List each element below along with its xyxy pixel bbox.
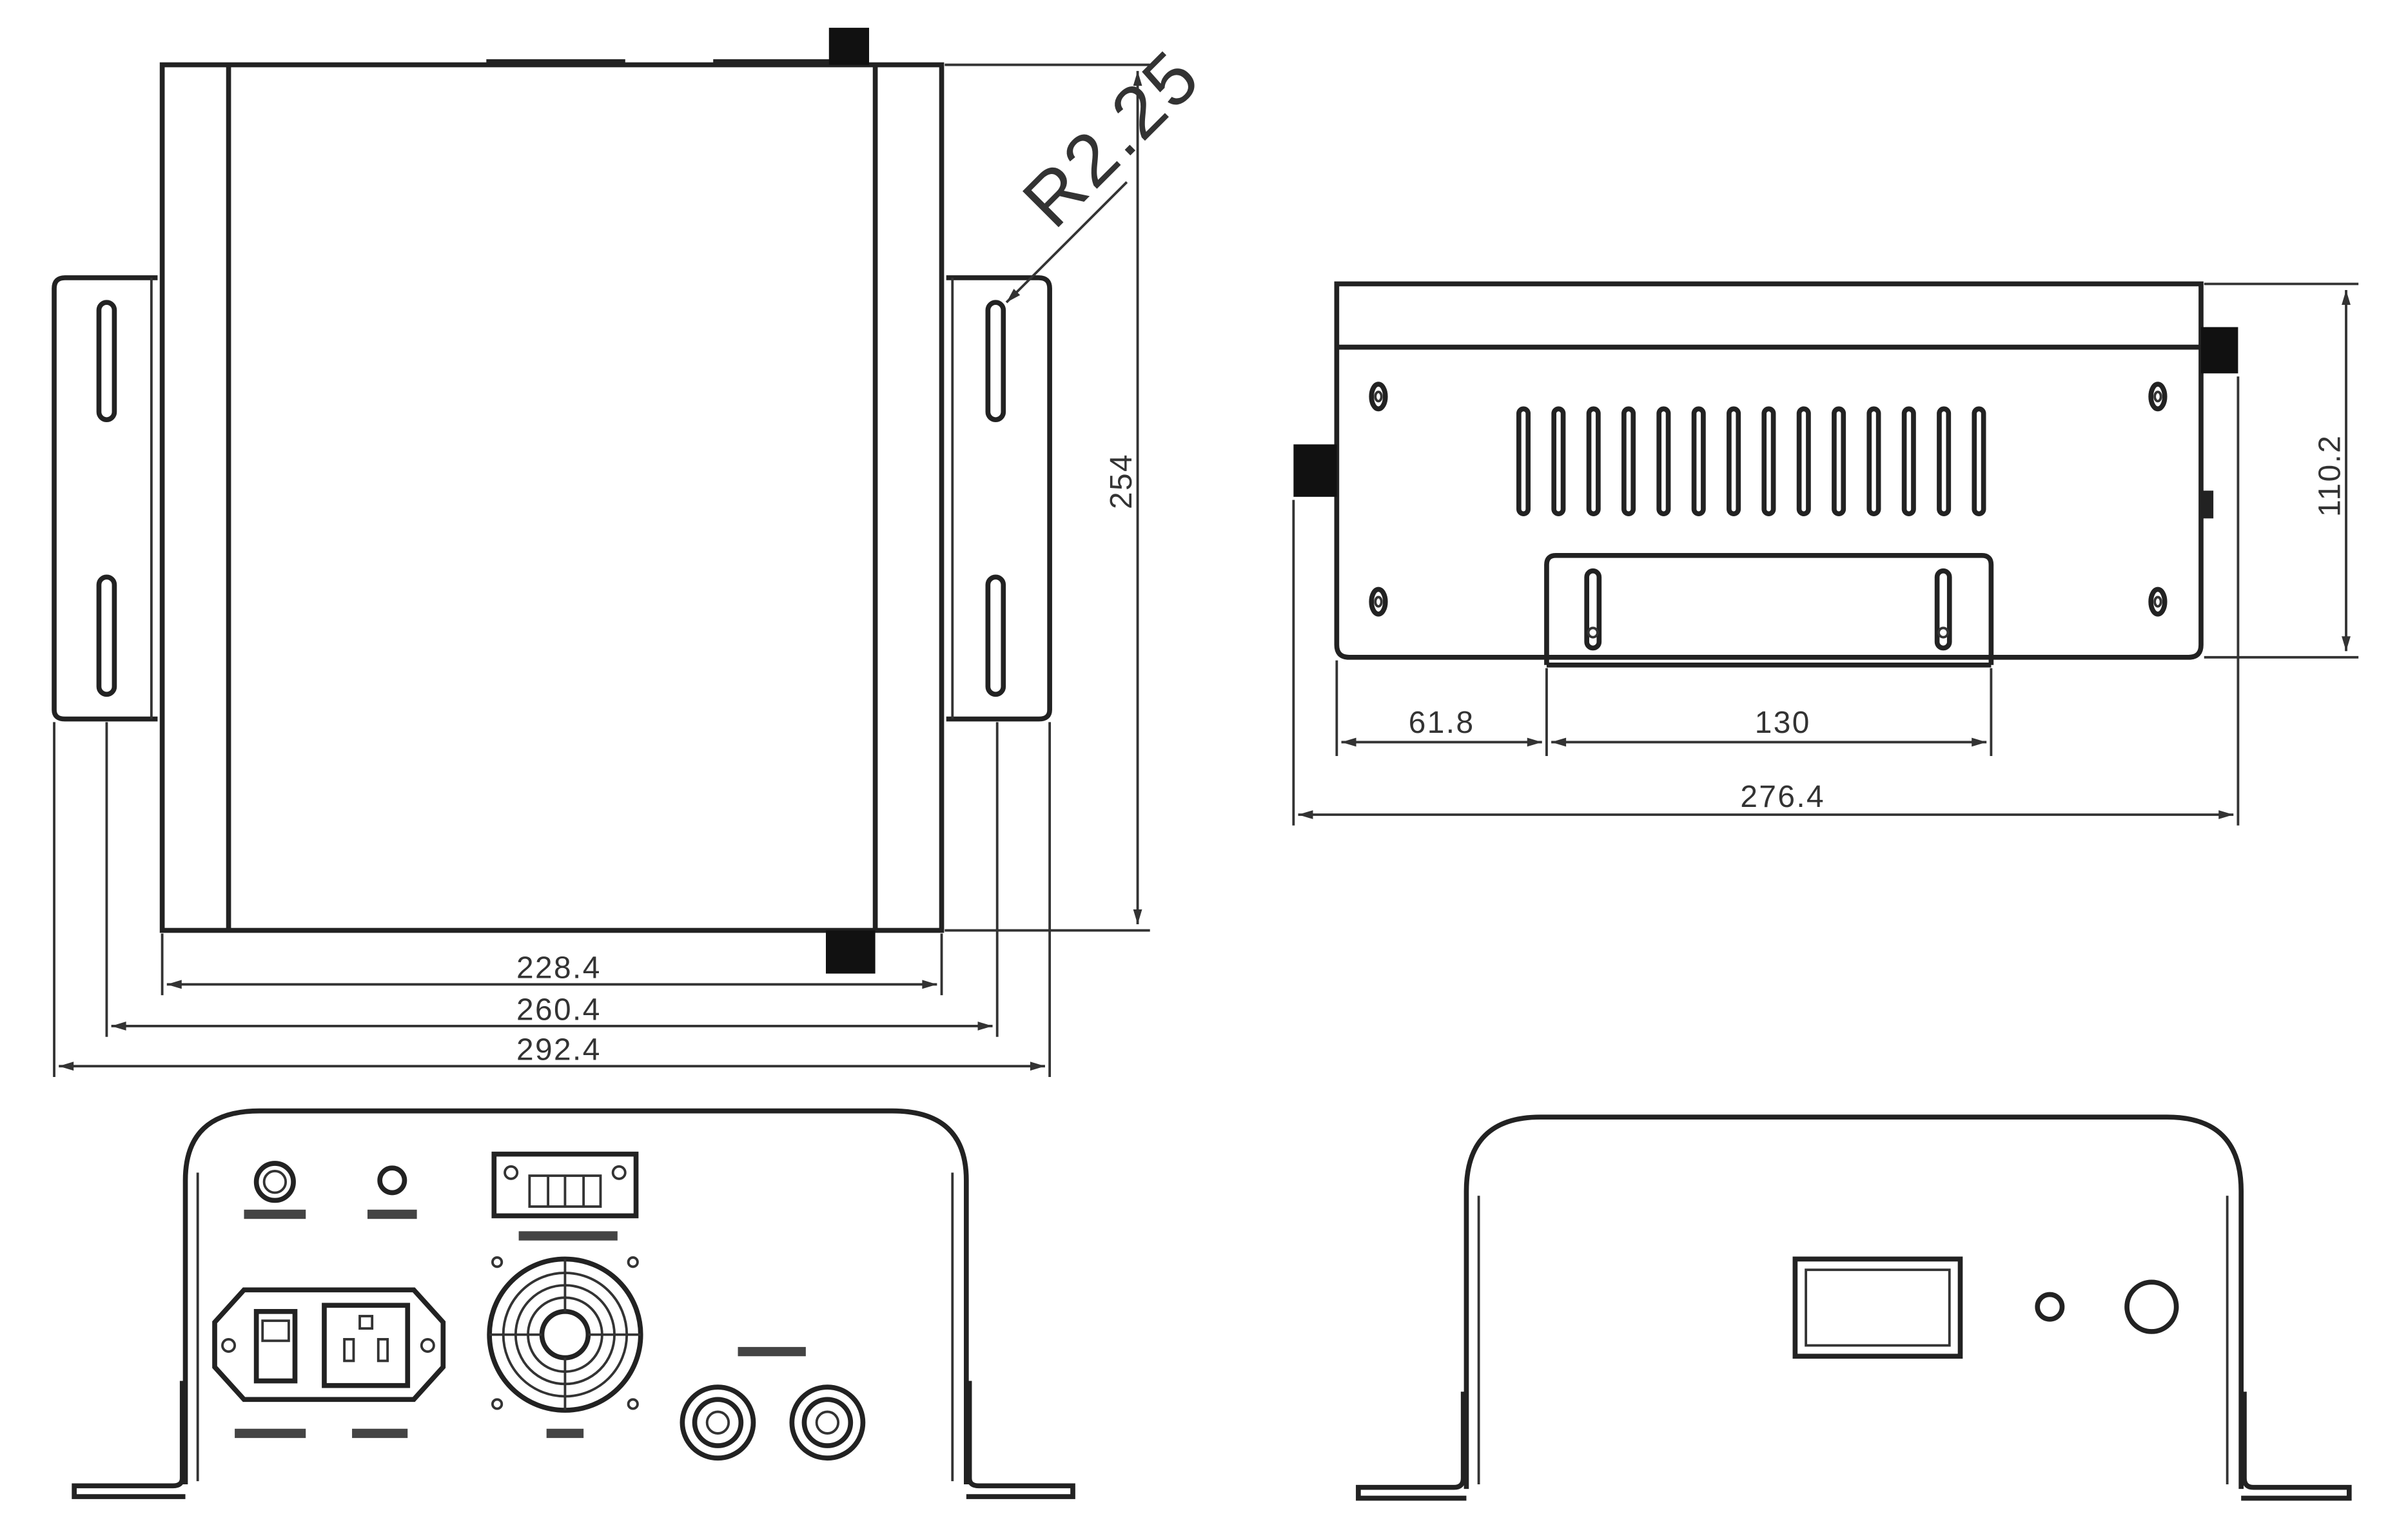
rear-connector-caption-2 <box>367 1209 417 1219</box>
vent-slot <box>1691 406 1706 517</box>
terminal-block-caption <box>518 1231 618 1241</box>
fan-caption <box>546 1428 584 1439</box>
side-view-body <box>1334 281 2204 660</box>
top-view-body <box>159 62 945 933</box>
rear-panel-housing <box>182 1108 969 1484</box>
side-view: 110.2 61.8 130 276.4 <box>1292 281 2359 826</box>
rear-round-connector-large <box>253 1161 296 1203</box>
front-right-foot <box>2241 1392 2352 1501</box>
slot-span-label: 130 <box>1755 706 1811 740</box>
bnc-caption <box>738 1346 806 1357</box>
vent-slot <box>1621 406 1636 517</box>
vent-slot <box>1761 406 1776 517</box>
vent-slot <box>1656 406 1671 517</box>
vent-slot <box>1516 406 1531 517</box>
bnc-connector-left <box>680 1384 756 1461</box>
vent-slot <box>1796 406 1811 517</box>
vent-slot <box>1727 406 1741 517</box>
power-inlet-module <box>212 1287 446 1402</box>
terminal-block <box>491 1151 639 1219</box>
right-slot-upper <box>985 300 1006 422</box>
left-mount-bracket <box>52 275 158 722</box>
iec-inlet-caption <box>352 1428 408 1439</box>
display-window <box>1792 1256 1963 1359</box>
bracket-slot-left <box>1584 568 1602 651</box>
rear-left-foot <box>72 1381 186 1499</box>
rear-right-foot <box>966 1381 1075 1499</box>
vent-slot <box>1832 406 1846 517</box>
side-mount-bracket <box>1544 552 1994 665</box>
top-view: R2.25 254 228.4 260.4 292.4 <box>52 28 1217 1077</box>
front-knob <box>2124 1279 2179 1334</box>
bnc-connector-right <box>789 1384 866 1461</box>
top-connector <box>828 28 870 65</box>
side-total-label: 276.4 <box>1740 780 1825 814</box>
width-inner-label: 228.4 <box>516 951 602 985</box>
vent-slot <box>1901 406 1916 517</box>
power-switch-caption <box>235 1428 306 1439</box>
width-mid-label: 260.4 <box>516 993 602 1027</box>
left-slot-upper <box>96 300 117 422</box>
vent-slot <box>1551 406 1566 517</box>
width-outer-label: 292.4 <box>516 1033 602 1067</box>
left-slot-lower <box>96 574 117 697</box>
iec-inlet <box>322 1303 411 1388</box>
side-screws <box>1369 382 2168 617</box>
side-height-label: 110.2 <box>2313 434 2347 517</box>
bottom-connector <box>825 930 876 974</box>
vent-slot <box>1586 406 1601 517</box>
front-panel-housing <box>1463 1114 2244 1489</box>
front-panel-view <box>1356 1114 2352 1501</box>
right-slot-lower <box>985 574 1006 697</box>
rear-panel-view <box>72 1108 1075 1499</box>
bracket-slot-right <box>1934 568 1952 651</box>
height-dimension-label: 254 <box>1104 453 1139 509</box>
radius-leader <box>1005 181 1128 304</box>
front-left-foot <box>1356 1392 1467 1501</box>
side-left-connector <box>1293 444 1337 497</box>
rear-connector-caption-1 <box>244 1209 306 1219</box>
side-right-connector <box>2200 327 2238 374</box>
power-switch <box>253 1308 298 1384</box>
vent-slot <box>1937 406 1952 517</box>
rear-round-connector-small <box>377 1165 407 1196</box>
vent-slots <box>1516 406 1986 517</box>
indicator-led <box>2035 1292 2065 1322</box>
vent-slot <box>1972 406 1986 517</box>
right-mount-bracket <box>946 275 1052 722</box>
side-offset-label: 61.8 <box>1409 706 1475 740</box>
vent-slot <box>1866 406 1881 517</box>
